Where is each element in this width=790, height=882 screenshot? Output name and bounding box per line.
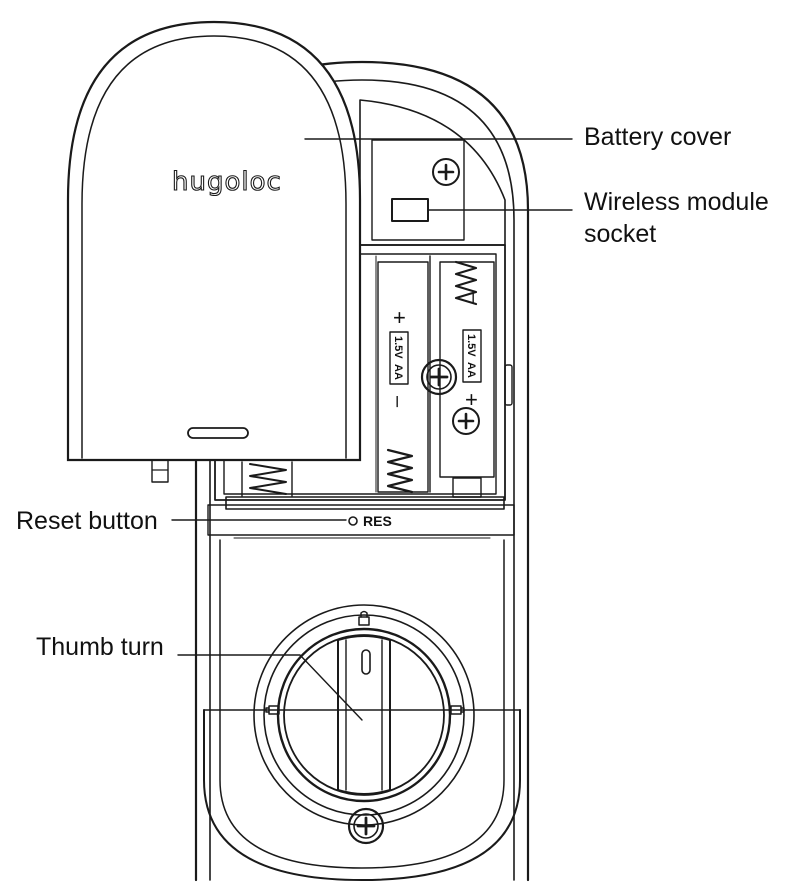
brand-logo: hugoloc — [172, 167, 282, 197]
label-wireless-module-line2: socket — [584, 220, 656, 248]
wireless-module-socket — [391, 198, 429, 222]
screw-icon — [452, 407, 480, 435]
thumb-turn-bezel — [253, 604, 475, 826]
battery-left-plus: + — [393, 305, 406, 330]
label-reset-button: Reset button — [16, 507, 158, 535]
label-wireless-module-line1: Wireless module — [584, 188, 769, 216]
label-battery-cover: Battery cover — [584, 123, 731, 151]
battery-right-size: AA — [465, 362, 477, 378]
spring-icon — [241, 260, 478, 497]
reset-button: RES — [348, 513, 392, 529]
battery-right-plus: + — [465, 387, 478, 412]
battery-left: + – 1.5V AA — [377, 261, 429, 493]
screw-icon — [347, 807, 385, 845]
unlock-icon — [450, 705, 465, 715]
battery-right-voltage: 1.5V — [465, 334, 477, 357]
battery-left-voltage: 1.5V — [392, 336, 404, 359]
battery-left-size: AA — [392, 364, 404, 380]
battery-cover — [66, 20, 362, 483]
label-thumb-turn: Thumb turn — [36, 633, 164, 661]
unlock-icon — [265, 705, 280, 715]
leader-lines — [171, 138, 573, 721]
res-marking: RES — [363, 513, 392, 529]
screw-icon — [432, 158, 460, 186]
screw-icon — [420, 358, 458, 396]
thumb-turn — [337, 635, 391, 795]
battery-left-minus: – — [387, 396, 409, 408]
padlock-icon — [358, 610, 370, 626]
